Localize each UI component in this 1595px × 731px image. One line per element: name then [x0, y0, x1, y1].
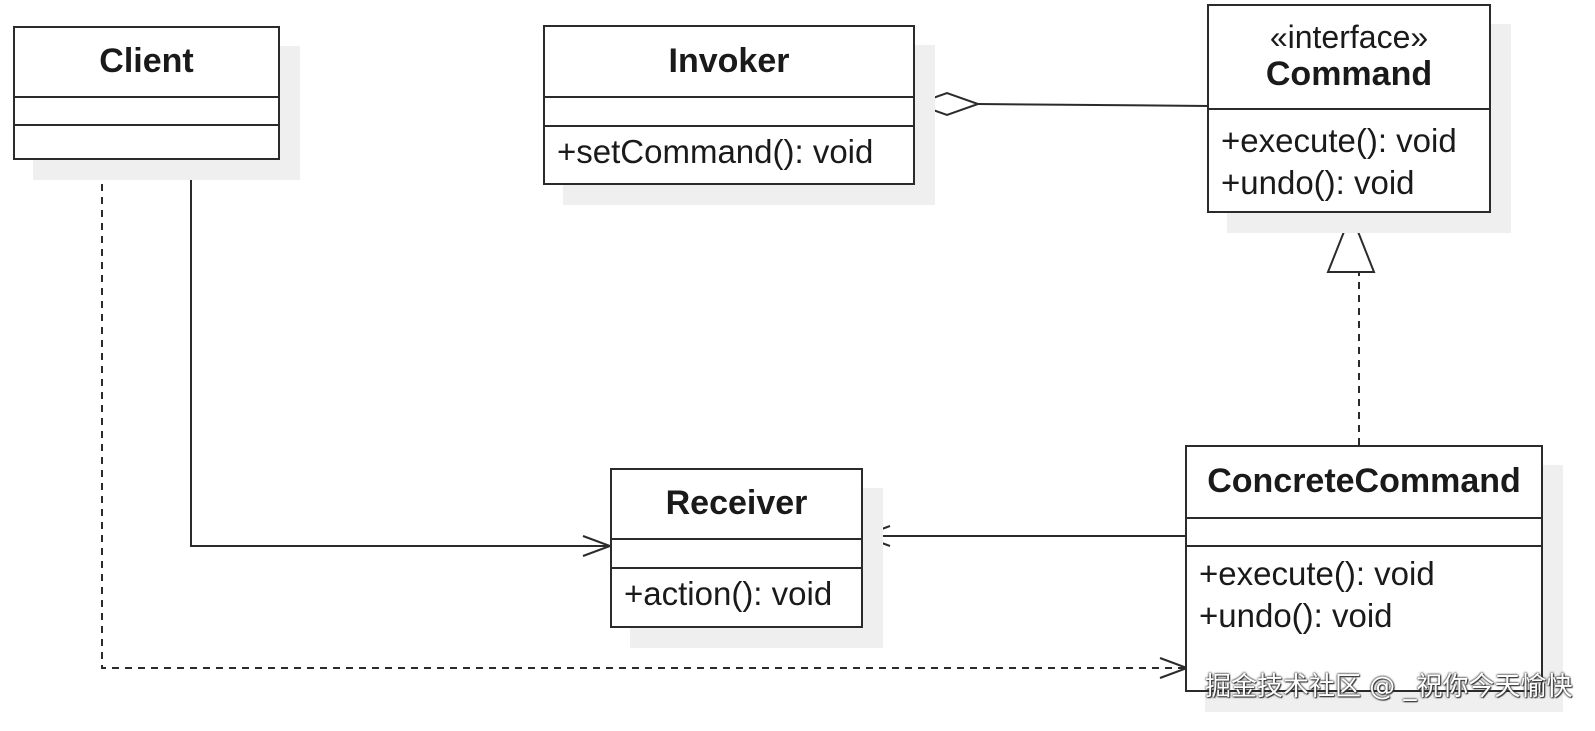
class-command[interactable]: «interface» Command +execute(): void +un…: [1207, 4, 1491, 213]
class-receiver-header: Receiver: [612, 470, 861, 540]
aggregation-diamond: [913, 91, 981, 117]
class-client[interactable]: Client: [13, 26, 280, 160]
class-concrete-command-operations: +execute(): void +undo(): void: [1187, 547, 1541, 637]
realization-triangle: [1326, 211, 1376, 273]
operation: +setCommand(): void: [557, 133, 874, 170]
class-command-name: Command: [1265, 55, 1433, 94]
class-invoker-name: Invoker: [668, 41, 790, 80]
association-edge-client-receiver: [190, 158, 610, 547]
class-client-operations: [15, 126, 278, 158]
watermark: 掘金技术社区 @ _祝你今天愉快: [1205, 672, 1573, 702]
class-concrete-command-name: ConcreteCommand: [1207, 462, 1521, 501]
class-concrete-command-header: ConcreteCommand: [1187, 447, 1541, 519]
class-client-name: Client: [99, 42, 194, 81]
dependency-edge-client-concrete: [101, 158, 1187, 669]
class-invoker-attributes: [545, 98, 913, 127]
class-receiver[interactable]: Receiver +action(): void: [610, 468, 863, 628]
class-receiver-operations: +action(): void: [612, 569, 861, 615]
operation: +execute(): void: [1221, 122, 1457, 159]
aggregation-edge-invoker-command: [977, 103, 1210, 107]
class-invoker-operations: +setCommand(): void: [545, 127, 913, 173]
arrowhead-concrete-receiver: [860, 525, 891, 547]
class-client-attributes: [15, 98, 278, 126]
class-receiver-name: Receiver: [665, 484, 808, 523]
class-invoker[interactable]: Invoker +setCommand(): void: [543, 25, 915, 185]
class-receiver-attributes: [612, 540, 861, 569]
class-concrete-command[interactable]: ConcreteCommand +execute(): void +undo()…: [1185, 445, 1543, 692]
class-command-operations: +execute(): void +undo(): void: [1209, 110, 1489, 204]
class-invoker-header: Invoker: [545, 27, 913, 98]
class-command-header: «interface» Command: [1209, 6, 1489, 110]
operation: +action(): void: [624, 575, 833, 612]
class-client-header: Client: [15, 28, 278, 98]
class-command-stereotype: «interface»: [1269, 18, 1429, 55]
operation: +undo(): void: [1199, 597, 1393, 634]
operation: +execute(): void: [1199, 555, 1435, 592]
operation: +undo(): void: [1221, 164, 1415, 201]
class-concrete-command-attributes: [1187, 519, 1541, 547]
